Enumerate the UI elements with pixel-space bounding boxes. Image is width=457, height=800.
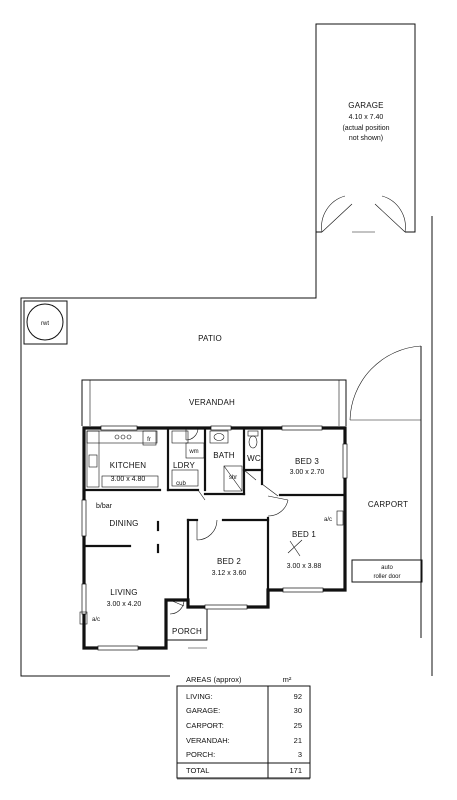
laundry-label: LDRY [173, 461, 195, 470]
area-row-label: CARPORT: [186, 721, 224, 730]
areas-title: AREAS (approx) [186, 675, 242, 684]
bed3-label: BED 3 [295, 457, 319, 466]
roller-door-line1: auto [381, 565, 393, 571]
roller-door: auto roller door [351, 559, 423, 583]
areas-unit: m² [283, 675, 292, 684]
area-row-label: PORCH: [186, 750, 215, 759]
area-row-label: GARAGE: [186, 706, 220, 715]
garage-size: 4.10 x 7.40 [349, 114, 384, 121]
area-row-value: 21 [294, 736, 302, 745]
interior-walls [82, 426, 347, 609]
area-row-value: 25 [294, 721, 302, 730]
wc-label: WC [247, 454, 261, 463]
wm-label: wm [188, 449, 198, 455]
living-label: LIVING [110, 588, 137, 597]
dining-label: DINING [109, 519, 138, 528]
site-boundary [20, 216, 433, 677]
windows [81, 425, 348, 651]
area-row-value: 3 [298, 750, 302, 759]
bed1-label: BED 1 [292, 530, 316, 539]
garage: GARAGE 4.10 x 7.40 (actual position not … [315, 23, 416, 233]
bed3-size: 3.00 x 2.70 [290, 469, 325, 476]
garage-note-line2: not shown) [349, 135, 383, 142]
porch-label: PORCH [172, 627, 202, 636]
patio-label: PATIO [198, 334, 222, 343]
fixtures: fr cub wm shr [79, 430, 344, 625]
living-ac-label: a/c [92, 617, 100, 623]
garage-label: GARAGE [348, 101, 383, 110]
living-size: 3.00 x 4.20 [107, 601, 142, 608]
area-row-value: 30 [294, 706, 302, 715]
area-total-label: TOTAL [186, 766, 209, 775]
fridge-label: fr [147, 437, 151, 443]
area-row-value: 92 [294, 692, 302, 701]
carport-label: CARPORT [368, 500, 408, 509]
bed2-size: 3.12 x 3.60 [212, 570, 247, 577]
rainwater-tank: rwt [23, 300, 68, 345]
verandah-label: VERANDAH [189, 398, 235, 407]
kitchen-label: KITCHEN [110, 461, 147, 470]
area-row-label: LIVING: [186, 692, 213, 701]
shower-label: shr [229, 475, 237, 481]
bed1-ac-label: a/c [324, 517, 332, 523]
garage-note-line1: (actual position [342, 125, 389, 132]
area-total-value: 171 [289, 766, 302, 775]
room-labels: KITCHEN 3.00 x 4.80 LDRY BATH WC BED 3 3… [92, 451, 408, 636]
bbar-label: b/bar [96, 503, 113, 510]
roller-door-line2: roller door [373, 574, 400, 580]
kitchen-size: 3.00 x 4.80 [111, 476, 146, 483]
rwt-label: rwt [41, 321, 49, 327]
bed1-size: 3.00 x 3.88 [287, 563, 322, 570]
bed2-label: BED 2 [217, 557, 241, 566]
doors [169, 427, 289, 615]
cub-label: cub [176, 481, 186, 487]
bath-label: BATH [213, 451, 235, 460]
area-row-label: VERANDAH: [186, 736, 230, 745]
areas-table: AREAS (approx) m² LIVING: 92 GARAGE: 30 … [176, 675, 311, 780]
verandah: VERANDAH [81, 379, 347, 426]
